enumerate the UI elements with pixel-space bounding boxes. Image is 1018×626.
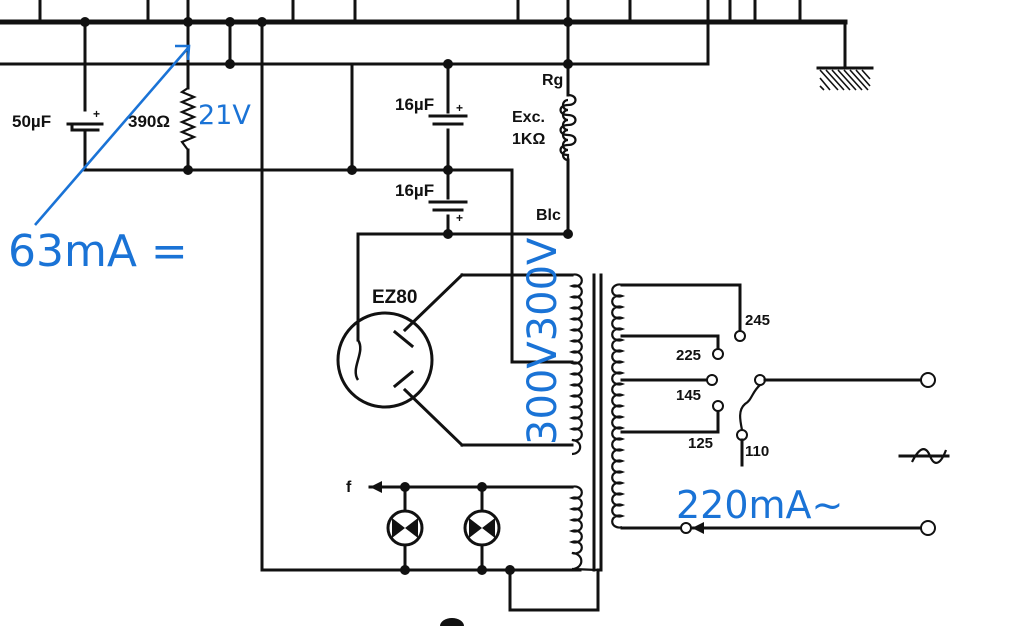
tap-145-label: 145	[676, 387, 701, 404]
handwritten-annotations: 21V 63mA = 300V300V 220mA~	[8, 44, 843, 527]
capacitor-50uf: 50µF +	[12, 107, 104, 132]
capacitor-16uf-upper-plus: +	[456, 101, 463, 115]
fuse-label: f	[346, 479, 352, 496]
pilot-lamp-2	[463, 509, 501, 547]
exc-label: Exc.	[512, 109, 545, 126]
annotation-220ma: 220mA~	[676, 483, 843, 527]
capacitor-50uf-label: 50µF	[12, 112, 51, 131]
ground-symbol	[816, 66, 874, 91]
resistor-390-ohm: 390Ω	[128, 87, 197, 151]
pilot-lamp-1	[386, 509, 424, 547]
annotation-21v: 21V	[198, 100, 251, 131]
blc-label: Blc	[536, 207, 561, 224]
tap-110-label: 110	[745, 443, 769, 460]
tap-225-label: 225	[676, 347, 701, 364]
resistor-390-label: 390Ω	[128, 112, 170, 131]
junction-dots	[80, 17, 573, 575]
ez80-rectifier-tube: EZ80	[336, 287, 434, 409]
tap-245-label: 245	[745, 312, 770, 329]
capacitor-16uf-lower-plus: +	[456, 211, 463, 225]
rg-label: Rg	[542, 72, 563, 89]
ac-symbol	[898, 448, 950, 464]
capacitor-16uf-lower: 16µF +	[395, 181, 468, 225]
capacitor-16uf-lower-label: 16µF	[395, 181, 434, 200]
tap-125-label: 125	[688, 435, 713, 452]
capacitor-16uf-upper-label: 16µF	[395, 95, 434, 114]
tube-label: EZ80	[372, 287, 417, 308]
capacitor-50uf-plus: +	[93, 107, 100, 121]
top-bus	[0, 0, 848, 70]
excitation-coil: Rg Exc. 1KΩ Blc	[512, 72, 577, 224]
power-transformer: 245 225 145 125 110	[568, 273, 770, 572]
bottom-partial-symbol	[440, 618, 464, 626]
annotation-63ma: 63mA =	[8, 226, 188, 277]
voltage-selector	[690, 372, 936, 536]
pilot-lamps: f	[346, 479, 501, 547]
annotation-300v: 300V300V	[520, 237, 566, 445]
capacitor-16uf-upper: 16µF +	[395, 95, 468, 126]
exc-value-label: 1KΩ	[512, 131, 545, 148]
